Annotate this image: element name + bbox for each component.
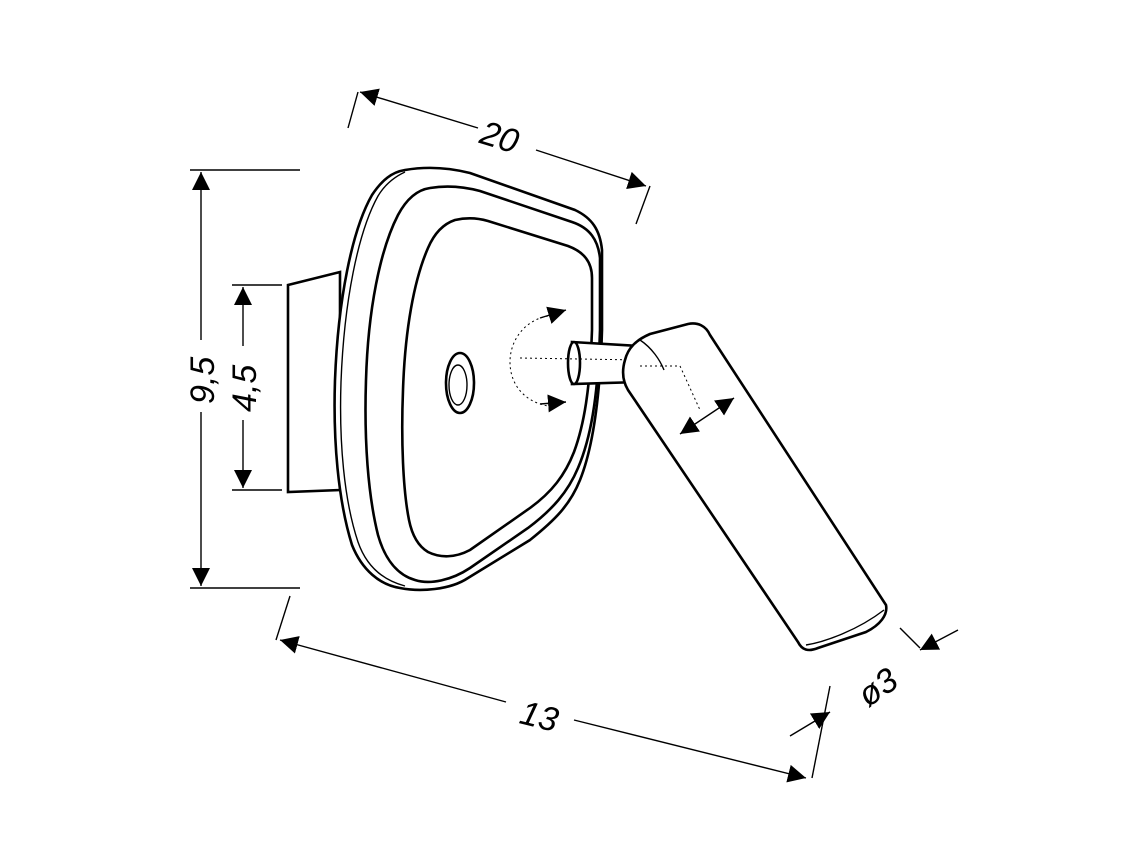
dimension-height: 9,5 xyxy=(184,169,300,589)
wall-mount-box xyxy=(286,270,342,494)
lamp-tube xyxy=(621,322,888,652)
width-label: 20 xyxy=(475,114,523,162)
depth-label: 13 xyxy=(516,694,562,740)
rotation-indicator xyxy=(509,306,641,413)
dimension-depth: 13 xyxy=(275,595,831,783)
diameter-label: ø3 xyxy=(851,661,905,715)
dimension-diameter: ø3 xyxy=(851,627,959,715)
mount-height-label: 4,5 xyxy=(226,365,264,412)
tube-width-indicator xyxy=(679,397,735,435)
dimension-mount-height: 4,5 xyxy=(226,284,282,491)
height-label: 9,5 xyxy=(184,357,222,404)
switch-button xyxy=(444,351,476,415)
front-panel xyxy=(364,185,602,584)
